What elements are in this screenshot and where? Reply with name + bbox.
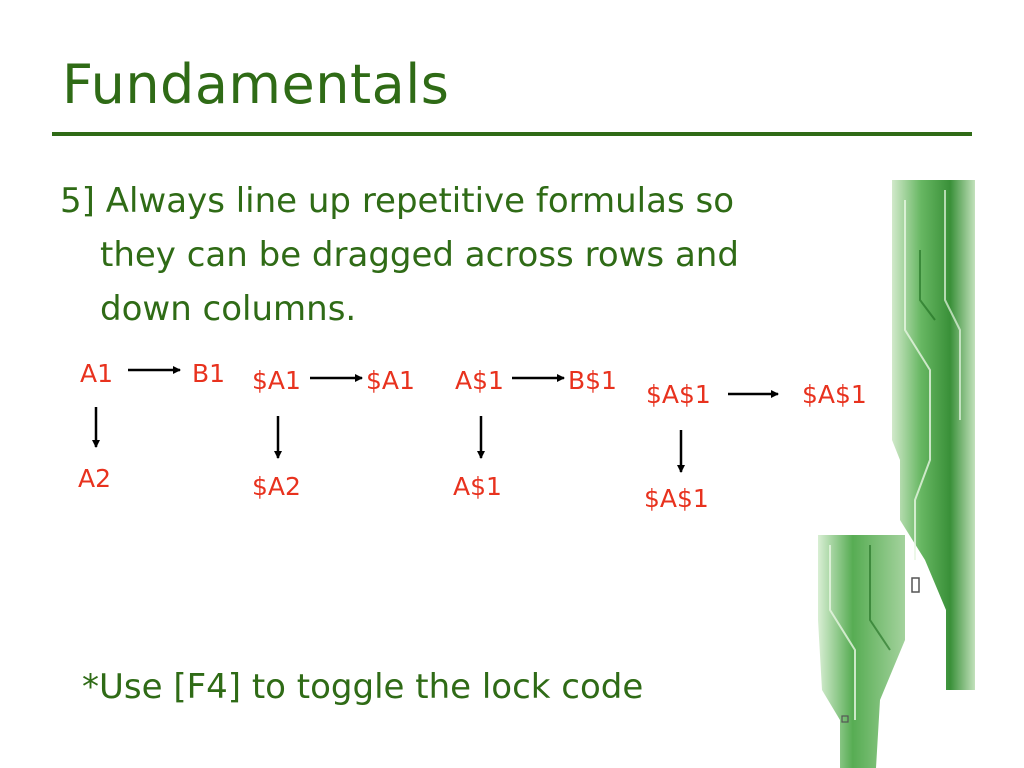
example-4-down: $A$1 [644,484,709,513]
title-underline [52,132,972,136]
example-2-down: $A2 [252,472,301,501]
example-1-origin: A1 [80,359,114,388]
example-3-across: B$1 [568,366,617,395]
example-1-down: A2 [78,464,112,493]
example-2-origin: $A1 [252,366,301,395]
bullet-point: 5] Always line up repetitive formulas so… [60,174,880,336]
slide-title: Fundamentals [62,53,450,116]
circuit-strip-lower [818,535,905,768]
circuit-strip-upper [892,180,975,690]
bullet-number: 5] [60,181,95,221]
example-3-down: A$1 [453,472,502,501]
bullet-line-2: they can be dragged across rows and [100,235,739,275]
example-4-across: $A$1 [802,380,867,409]
bullet-line-3: down columns. [100,289,357,329]
example-2-across: $A1 [366,366,415,395]
example-4-origin: $A$1 [646,380,711,409]
f4-tip-note: *Use [F4] to toggle the lock code [82,667,644,707]
example-1-across: B1 [192,359,226,388]
bullet-line-1: Always line up repetitive formulas so [105,181,735,221]
example-3-origin: A$1 [455,366,504,395]
